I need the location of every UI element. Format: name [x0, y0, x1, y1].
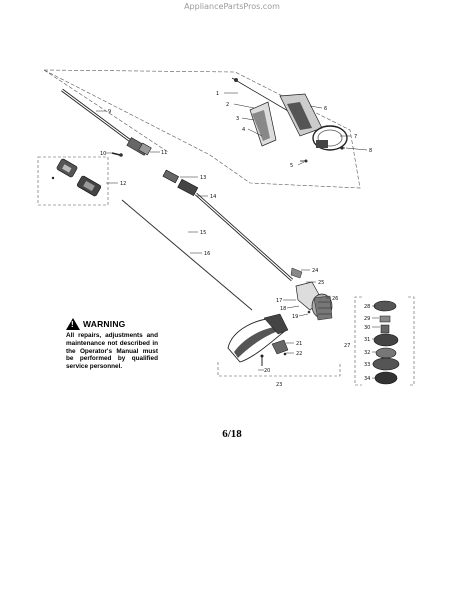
callout-28: 28	[364, 304, 370, 310]
warning-header: WARNING	[66, 318, 158, 330]
callout-29: 29	[364, 316, 370, 322]
assembly-boundary-upper	[43, 69, 361, 189]
callout-1: 1	[216, 91, 219, 97]
leader-lines	[96, 92, 380, 379]
bracket-27	[354, 296, 362, 386]
handle-assembly	[231, 77, 348, 163]
callout-27: 27	[344, 343, 350, 349]
callout-20: 20	[264, 368, 270, 374]
screw-10	[111, 152, 123, 157]
callout-21: 21	[296, 341, 302, 347]
callout-14: 14	[210, 194, 216, 200]
callout-34: 34	[364, 376, 370, 382]
bracket-23	[217, 362, 341, 377]
callout-31: 31	[364, 337, 370, 343]
callout-23: 23	[276, 382, 282, 388]
callout-32: 32	[364, 350, 370, 356]
trimmer-head-assembly	[372, 300, 400, 385]
kit-boundary-12	[37, 156, 109, 206]
callout-30: 30	[364, 325, 370, 331]
callout-17: 17	[276, 298, 282, 304]
callout-15: 15	[200, 230, 206, 236]
callout-4: 4	[242, 127, 245, 133]
callout-18: 18	[280, 306, 286, 312]
warning-notice: WARNING All repairs, adjustments and mai…	[66, 318, 158, 371]
warning-text: All repairs, adjustments and maintenance…	[66, 332, 158, 371]
callout-6: 6	[324, 106, 327, 112]
callout-10: 10	[100, 151, 106, 157]
coupler-kit-12	[51, 158, 102, 197]
callout-7: 7	[354, 134, 357, 140]
callout-12: 12	[120, 181, 126, 187]
grass-deflector-assembly	[227, 313, 289, 366]
callout-26: 26	[332, 296, 338, 302]
bracket-27-right	[408, 296, 415, 386]
callout-25: 25	[318, 280, 324, 286]
page-number: 6/18	[222, 428, 242, 440]
callout-3: 3	[236, 116, 239, 122]
callout-24: 24	[312, 268, 318, 274]
callout-16: 16	[204, 251, 210, 257]
callout-22: 22	[296, 351, 302, 357]
watermark-text: AppliancePartsPros.com	[184, 2, 280, 11]
flex-cable-16	[121, 199, 253, 311]
callout-5: 5	[290, 163, 293, 169]
gearhead-assembly	[290, 267, 333, 321]
callout-19: 19	[292, 314, 298, 320]
lower-shaft-15	[194, 192, 294, 282]
callout-9: 9	[108, 109, 111, 115]
callout-13: 13	[200, 175, 206, 181]
callout-33: 33	[364, 362, 370, 368]
callout-2: 2	[226, 102, 229, 108]
callout-labels: 1 2 3 4 5 6 7 8 9 10 11 12 13 14 15 16 1…	[100, 91, 372, 388]
warning-triangle-icon	[66, 318, 80, 330]
callout-11: 11	[161, 150, 167, 156]
coupler-13-14	[162, 169, 199, 197]
callout-8: 8	[369, 148, 372, 154]
warning-title: WARNING	[83, 319, 126, 329]
upper-shaft-assembly	[61, 88, 152, 156]
